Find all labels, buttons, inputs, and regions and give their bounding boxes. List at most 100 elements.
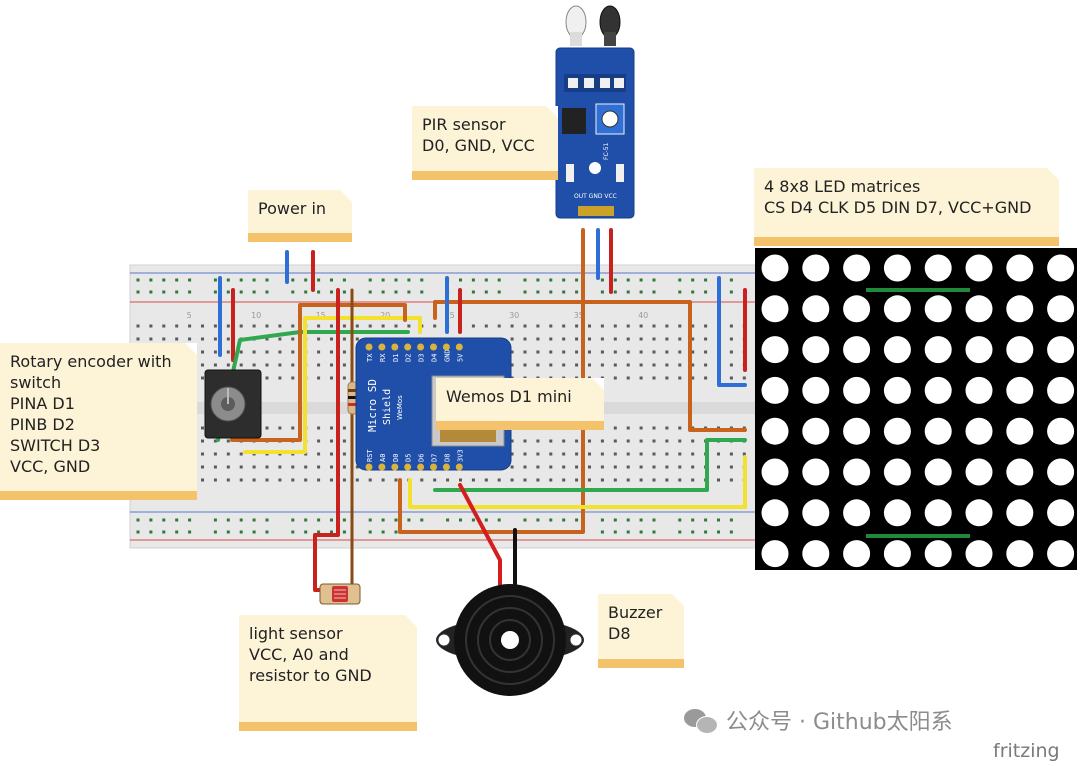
board-pin-label: D0 <box>392 454 400 462</box>
wechat-icon <box>684 707 718 734</box>
column-number: 35 <box>574 311 584 320</box>
note-pir-line-1: PIR sensor <box>422 115 506 134</box>
led-dot <box>802 295 830 323</box>
led-dot <box>1047 295 1075 323</box>
note-wemos: Wemos D1 mini <box>436 378 604 430</box>
note-pir: PIR sensor D0, GND, VCC <box>412 106 558 180</box>
note-light-line-3: resistor to GND <box>249 666 372 685</box>
led-dot <box>924 499 952 527</box>
led-dot <box>761 295 789 323</box>
led-dot <box>1006 417 1034 445</box>
led-dot <box>843 417 871 445</box>
led-dot <box>802 458 830 486</box>
note-rotary-line-3: PINA D1 <box>10 394 75 413</box>
pir-model-label: FC-51 <box>603 142 610 160</box>
led-dot <box>1006 458 1034 486</box>
note-buzzer: Buzzer D8 <box>598 594 684 668</box>
column-number: 15 <box>316 311 326 320</box>
led-dot <box>1006 540 1034 568</box>
led-dot <box>1047 254 1075 282</box>
led-dot <box>761 540 789 568</box>
led-dot <box>924 458 952 486</box>
led-dot <box>1047 376 1075 404</box>
led-dot <box>924 254 952 282</box>
buzzer <box>436 584 584 696</box>
led-dot <box>843 376 871 404</box>
led-dot <box>761 376 789 404</box>
board-pin-label: D4 <box>431 354 439 362</box>
led-dot <box>1047 540 1075 568</box>
led-dot <box>761 417 789 445</box>
led-dot <box>924 295 952 323</box>
led-dot <box>965 540 993 568</box>
led-dot <box>802 540 830 568</box>
led-dot <box>802 254 830 282</box>
note-pir-line-2: D0, GND, VCC <box>422 136 535 155</box>
column-number: 20 <box>380 311 390 320</box>
led-dot <box>1047 336 1075 364</box>
wechat-watermark: 公众号 · Github太阳系 <box>684 704 953 736</box>
note-rotary-line-5: SWITCH D3 <box>10 436 101 455</box>
led-dot <box>843 458 871 486</box>
note-wemos-line-1: Wemos D1 mini <box>446 387 572 406</box>
led-dot <box>843 254 871 282</box>
led-matrix <box>755 248 1077 570</box>
board-pin-label: 5V <box>456 353 464 362</box>
board-pin-label: 3V3 <box>456 449 464 462</box>
led-dot <box>843 499 871 527</box>
fritzing-text: fritzing <box>993 740 1060 762</box>
led-dot <box>883 458 911 486</box>
led-dot <box>883 295 911 323</box>
note-power: Power in <box>248 190 352 242</box>
column-number: 5 <box>187 311 192 320</box>
note-rotary-encoder: Rotary encoder with switch PINA D1 PINB … <box>0 343 197 500</box>
board-pin-label: RX <box>379 353 387 362</box>
led-dot <box>924 417 952 445</box>
led-dot <box>883 417 911 445</box>
led-dot <box>802 376 830 404</box>
led-dot <box>924 336 952 364</box>
led-dot <box>761 336 789 364</box>
note-buzzer-line-1: Buzzer <box>608 603 663 622</box>
led-dot <box>883 336 911 364</box>
led-dot <box>965 336 993 364</box>
board-pin-label: D7 <box>431 454 439 462</box>
led-dot <box>761 254 789 282</box>
led-dot <box>843 540 871 568</box>
led-dot <box>843 295 871 323</box>
led-dot <box>843 336 871 364</box>
note-light-line-2: VCC, A0 and <box>249 645 349 664</box>
pir-module: OUT GND VCC FC-51 <box>555 5 635 219</box>
board-pin-label: D2 <box>405 354 413 362</box>
led-dot <box>1047 417 1075 445</box>
wire-orange-top <box>433 300 747 432</box>
led-dot <box>883 499 911 527</box>
board-pin-label: RST <box>366 449 374 462</box>
shield-text-2: Shield <box>382 389 393 425</box>
led-dot <box>965 417 993 445</box>
led-dot <box>965 376 993 404</box>
note-rotary-line-4: PINB D2 <box>10 415 75 434</box>
note-power-line-1: Power in <box>258 199 327 218</box>
board-pin-label: D1 <box>392 354 400 362</box>
note-rotary-line-1: Rotary encoder with <box>10 352 172 371</box>
note-rotary-line-2: switch <box>10 373 62 392</box>
note-light-line-1: light sensor <box>249 624 343 643</box>
led-dot <box>761 499 789 527</box>
note-light-sensor: light sensor VCC, A0 and resistor to GND <box>239 615 417 731</box>
note-led-line-1: 4 8x8 LED matrices <box>764 177 921 196</box>
led-dot <box>883 254 911 282</box>
wire-led-blue <box>717 276 747 387</box>
led-dot <box>924 376 952 404</box>
wechat-account-text: 公众号 · Github太阳系 <box>726 710 953 735</box>
brand-text: WeMos <box>396 395 404 420</box>
column-number: 30 <box>509 311 519 320</box>
column-number: 25 <box>445 311 455 320</box>
led-dot <box>1047 458 1075 486</box>
led-dot <box>1006 336 1034 364</box>
board-pin-label: D5 <box>405 454 413 462</box>
led-dot <box>924 540 952 568</box>
rotary-encoder <box>204 369 262 439</box>
wire-led-green <box>433 438 747 492</box>
